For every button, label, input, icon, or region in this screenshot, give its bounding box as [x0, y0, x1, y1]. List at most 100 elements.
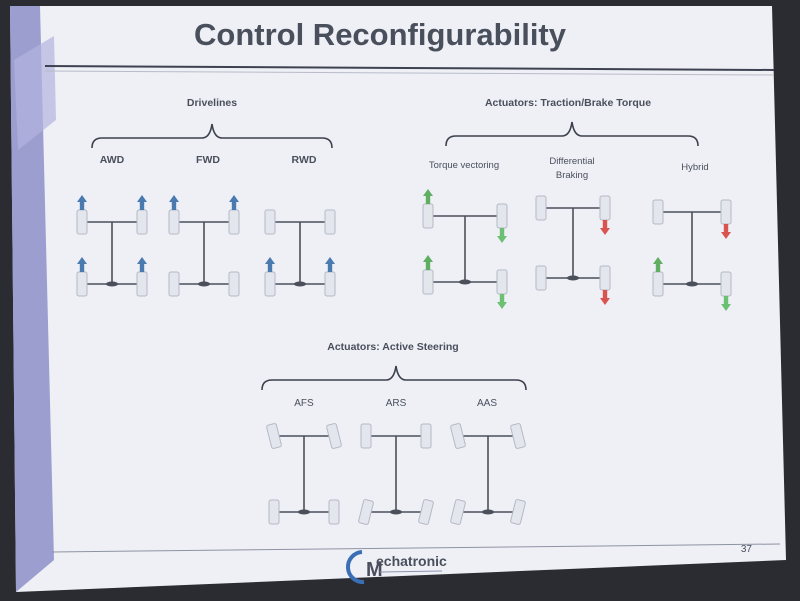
traction-arrow-icon: [169, 195, 179, 210]
rear-left-wheel: [652, 271, 664, 297]
front-left-wheel: [168, 209, 180, 235]
traction-arrow-icon: [137, 257, 147, 272]
front-right-wheel: [496, 203, 508, 229]
rear-left-wheel: [168, 271, 180, 297]
driveline-vehicle-fwd: [168, 195, 240, 297]
rear-left-wheel: [268, 499, 280, 525]
brake-arrow-icon: [721, 224, 731, 239]
title-underline: [44, 65, 775, 71]
slide-left-accent-highlight: [14, 36, 56, 150]
logo-m-icon: M: [366, 559, 383, 581]
rear-left-wheel: [358, 499, 374, 525]
accel-arrow-icon: [423, 255, 433, 270]
decel-arrow-icon: [721, 296, 731, 311]
rear-left-wheel: [76, 271, 88, 297]
front-right-wheel: [136, 209, 148, 235]
accel-arrow-icon: [423, 189, 433, 204]
differential-icon: [482, 509, 494, 515]
steering-vehicle-afs: [266, 423, 342, 525]
differential-icon: [459, 279, 471, 285]
traction-arrow-icon: [77, 195, 87, 210]
vehicle-diagrams: [76, 189, 732, 525]
drivelines-heading: Drivelines: [187, 97, 237, 109]
rear-left-wheel: [264, 271, 276, 297]
rear-left-wheel: [422, 269, 434, 295]
steering-label-ars: ARS: [386, 398, 407, 409]
logo-arc-icon: [345, 550, 365, 585]
rear-right-wheel: [418, 499, 434, 525]
slide-title: Control Reconfigurability: [194, 17, 567, 52]
differential-icon: [390, 509, 402, 515]
decel-arrow-icon: [497, 228, 507, 243]
slide-surface: [10, 6, 786, 592]
front-right-wheel: [228, 209, 240, 235]
slide-left-accent: [10, 6, 54, 592]
differential-icon: [298, 509, 310, 515]
front-left-wheel: [450, 423, 466, 449]
mechatronic-logo: M echatronic: [345, 550, 447, 585]
traction-arrow-icon: [265, 257, 275, 272]
front-right-wheel: [326, 423, 342, 449]
rear-left-wheel: [535, 265, 547, 291]
traction-heading: Actuators: Traction/Brake Torque: [485, 97, 651, 109]
rear-right-wheel: [328, 499, 340, 525]
front-right-wheel: [510, 423, 526, 449]
differential-icon: [198, 281, 210, 287]
traction-arrow-icon: [325, 257, 335, 272]
brake-arrow-icon: [600, 220, 610, 235]
steering-heading: Actuators: Active Steering: [327, 341, 458, 353]
front-left-wheel: [535, 195, 547, 221]
differential-icon: [294, 281, 306, 287]
decel-arrow-icon: [497, 294, 507, 309]
traction-vehicle-differential-braking: [535, 195, 611, 305]
front-left-wheel: [76, 209, 88, 235]
rear-right-wheel: [324, 271, 336, 297]
steering-vehicle-ars: [358, 423, 434, 525]
steering-label-afs: AFS: [294, 398, 314, 409]
driveline-label-rwd: RWD: [292, 154, 317, 166]
traction-label-hybrid: Hybrid: [681, 162, 708, 173]
driveline-label-awd: AWD: [100, 154, 125, 166]
differential-icon: [686, 281, 698, 287]
front-left-wheel: [360, 423, 372, 449]
driveline-vehicle-rwd: [264, 209, 336, 297]
front-right-wheel: [324, 209, 336, 235]
differential-icon: [567, 275, 579, 281]
front-left-wheel: [422, 203, 434, 229]
front-left-wheel: [652, 199, 664, 225]
rear-right-wheel: [228, 271, 240, 297]
traction-label-braking: Braking: [556, 170, 588, 181]
traction-vehicle-hybrid: [652, 199, 732, 311]
front-right-wheel: [720, 199, 732, 225]
rear-right-wheel: [599, 265, 611, 291]
front-right-wheel: [420, 423, 432, 449]
front-left-wheel: [266, 423, 282, 449]
traction-arrow-icon: [77, 257, 87, 272]
traction-arrow-icon: [137, 195, 147, 210]
rear-right-wheel: [496, 269, 508, 295]
driveline-vehicle-awd: [76, 195, 148, 297]
drivelines-bracket: [91, 123, 333, 149]
rear-right-wheel: [720, 271, 732, 297]
front-right-wheel: [599, 195, 611, 221]
page-number: 37: [741, 544, 753, 555]
front-left-wheel: [264, 209, 276, 235]
footer-line: [51, 543, 781, 553]
traction-label-differential: Differential: [549, 156, 594, 167]
rear-left-wheel: [450, 499, 466, 525]
traction-bracket: [445, 121, 699, 147]
traction-label-torque-vectoring: Torque vectoring: [429, 160, 499, 171]
traction-arrow-icon: [229, 195, 239, 210]
steering-bracket: [261, 365, 527, 391]
traction-vehicle-torque-vectoring: [422, 189, 508, 309]
steering-vehicle-aas: [450, 423, 526, 525]
brake-arrow-icon: [600, 290, 610, 305]
accel-arrow-icon: [653, 257, 663, 272]
logo-text: echatronic: [376, 553, 447, 569]
differential-icon: [106, 281, 118, 287]
steering-label-aas: AAS: [477, 398, 497, 409]
rear-right-wheel: [510, 499, 526, 525]
driveline-label-fwd: FWD: [196, 154, 220, 166]
